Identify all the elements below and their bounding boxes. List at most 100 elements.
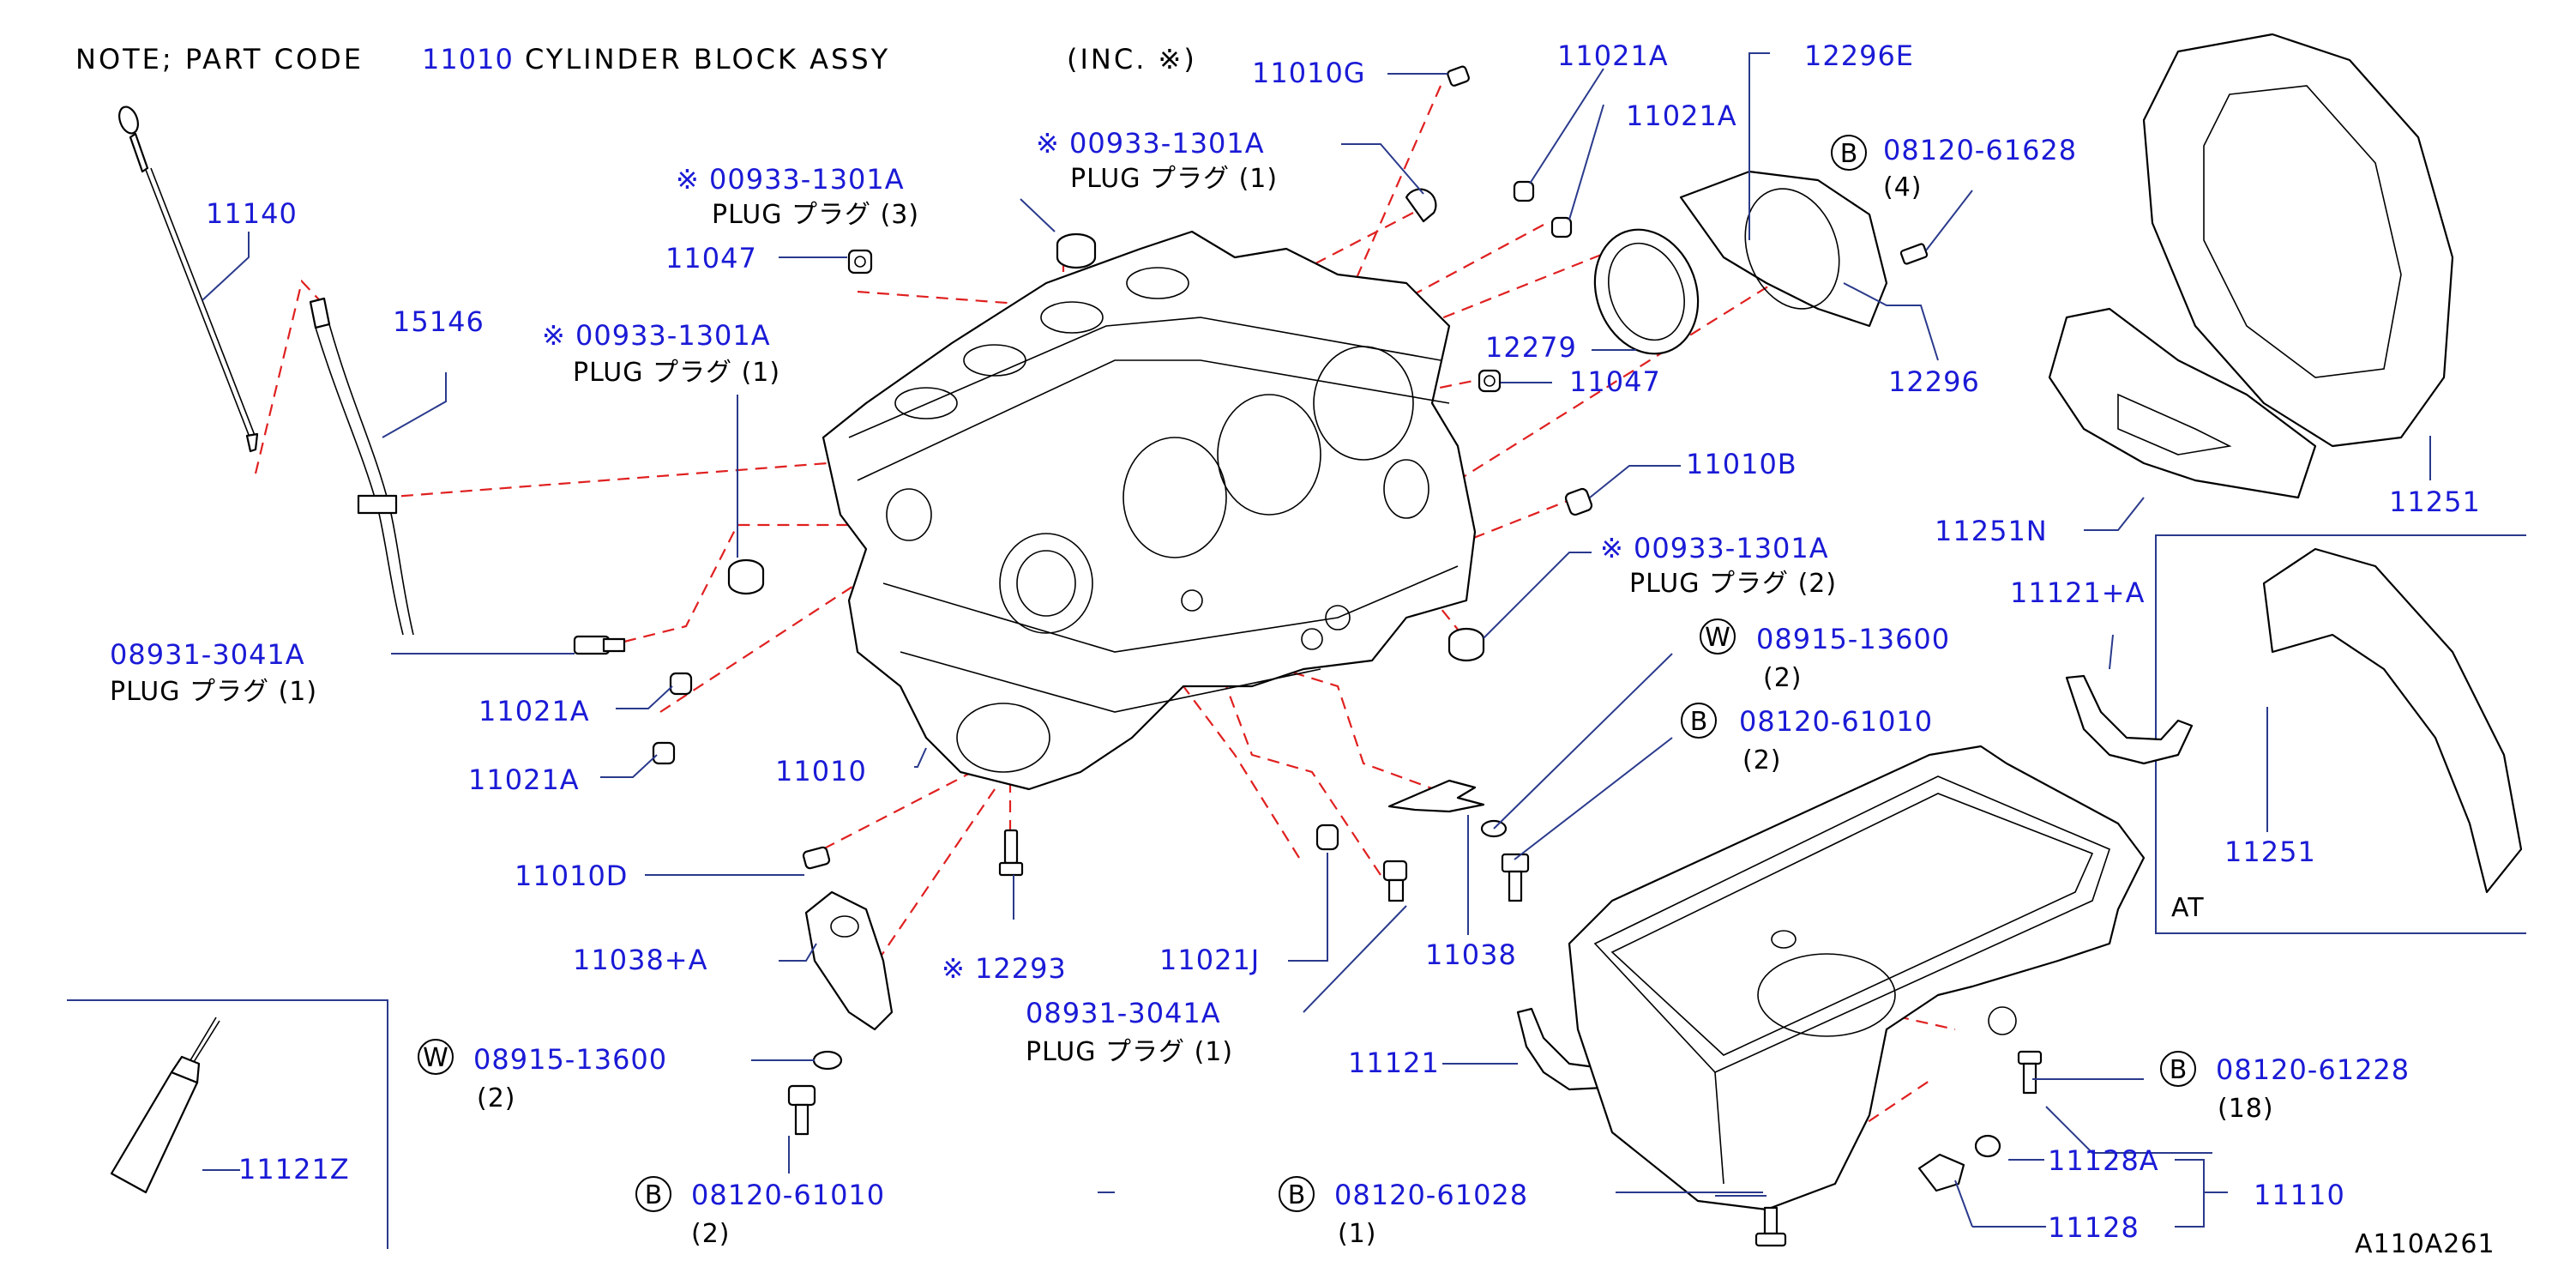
callout-08915-13600-bottom[interactable]: 08915-13600 — [473, 1043, 667, 1076]
callout-08120-61010-top-qty: (2) — [1742, 745, 1782, 775]
at-label: AT — [2171, 893, 2205, 923]
callout-12293[interactable]: ※ 12293 — [942, 952, 1067, 985]
svg-text:W: W — [1705, 623, 1730, 653]
callout-08931-3041A-bottom[interactable]: 08931-3041A — [1026, 997, 1221, 1029]
oil-pan-11110[interactable] — [1568, 745, 2146, 1211]
dipstick-11140[interactable] — [116, 105, 259, 453]
svg-text:B: B — [645, 1180, 663, 1210]
plug-top-right[interactable] — [1405, 188, 1437, 223]
plug-3-parts[interactable] — [1056, 232, 1097, 269]
oil-seal-12279[interactable] — [1578, 215, 1715, 369]
callout-08120-61228[interactable]: 08120-61228 — [2216, 1053, 2410, 1086]
callout-12296[interactable]: 12296 — [1888, 365, 1980, 398]
washer-08915-13600-bottom[interactable] — [812, 1050, 843, 1071]
callout-11110[interactable]: 11110 — [2254, 1179, 2345, 1211]
bolt-08120-61028[interactable] — [1754, 1206, 1787, 1247]
inset-box-at: AT — [2155, 534, 2526, 934]
knock-pin-11010B[interactable] — [1564, 487, 1593, 516]
bolt-12293[interactable] — [998, 829, 1024, 877]
callout-08915-13600-top[interactable]: 08915-13600 — [1756, 623, 1950, 655]
callout-08931-3041A-left[interactable]: 08931-3041A — [110, 638, 305, 671]
baffle-11121A[interactable] — [2065, 674, 2194, 765]
callout-11128A[interactable]: 11128A — [2048, 1144, 2159, 1177]
callout-08120-61628-qty: (4) — [1883, 172, 1923, 202]
callout-plug3-code[interactable]: ※ 00933-1301A — [676, 163, 905, 196]
knock-pin-11047-right[interactable] — [1478, 369, 1502, 393]
callout-11047-right[interactable]: 11047 — [1569, 365, 1661, 398]
callout-08120-61628[interactable]: 08120-61628 — [1883, 134, 2077, 166]
callout-11038A[interactable]: 11038+A — [573, 944, 708, 976]
callout-11251N[interactable]: 11251N — [1935, 515, 2048, 547]
callout-11251-top[interactable]: 11251 — [2389, 486, 2481, 518]
callout-11010D[interactable]: 11010D — [515, 860, 628, 892]
plug-bolt-bottom[interactable] — [1382, 860, 1408, 902]
callout-11121A[interactable]: 11121+A — [2010, 576, 2146, 609]
cover-plate-11251[interactable] — [2142, 33, 2454, 448]
callout-plug2-code[interactable]: ※ 00933-1301A — [1600, 532, 1829, 564]
bolt-08120-61628[interactable] — [1899, 243, 1929, 265]
bush-11021A-left2[interactable] — [652, 741, 676, 765]
cover-plate-11251-at[interactable] — [2262, 547, 2523, 894]
callout-11021A-4[interactable]: 11021A — [468, 763, 580, 796]
callout-11021J[interactable]: 11021J — [1159, 944, 1260, 976]
cover-plate-11251N[interactable] — [2048, 307, 2317, 499]
callout-11021A-3[interactable]: 11021A — [478, 695, 590, 727]
plug-bolt-left[interactable] — [573, 635, 626, 655]
callout-11021A-2[interactable]: 11021A — [1626, 100, 1737, 132]
bolt-symbol-61628: B — [1831, 135, 1867, 171]
knock-pin-11010G[interactable] — [1447, 65, 1470, 87]
callout-15146[interactable]: 15146 — [393, 305, 485, 338]
callout-08915-13600-top-qty: (2) — [1763, 663, 1803, 693]
callout-11038[interactable]: 11038 — [1425, 938, 1517, 971]
callout-11121Z[interactable]: 11121Z — [238, 1153, 350, 1186]
callout-12296E[interactable]: 12296E — [1804, 39, 1914, 72]
dipstick-tube-15146[interactable] — [309, 297, 414, 636]
diagram-id: A110A261 — [2355, 1229, 2495, 1259]
callout-11128[interactable]: 11128 — [2048, 1211, 2140, 1244]
bolt-08120-61228[interactable] — [2017, 1050, 2043, 1095]
drain-plug-11128[interactable] — [1917, 1153, 1965, 1192]
bolt-08120-61010-bottom[interactable] — [787, 1084, 816, 1136]
callout-11010G[interactable]: 11010G — [1252, 57, 1366, 89]
gasket-11128A[interactable] — [1974, 1134, 2001, 1158]
callout-11021A-1[interactable]: 11021A — [1557, 39, 1669, 72]
bush-11021J[interactable] — [1315, 824, 1339, 851]
bush-11021A-top2[interactable] — [1550, 216, 1573, 238]
plug-1-left[interactable] — [727, 558, 765, 595]
plug-2-parts[interactable] — [1447, 627, 1485, 662]
washer-symbol-top: W — [1700, 618, 1736, 655]
callout-11140[interactable]: 11140 — [206, 197, 298, 230]
callout-08120-61010-bottom[interactable]: 08120-61010 — [691, 1179, 885, 1211]
callout-plug1a-code[interactable]: ※ 00933-1301A — [542, 319, 771, 352]
svg-text:B: B — [1690, 707, 1708, 737]
callout-11010[interactable]: 11010 — [775, 755, 867, 787]
callout-11121[interactable]: 11121 — [1348, 1047, 1440, 1079]
callout-08120-61028[interactable]: 08120-61028 — [1334, 1179, 1528, 1211]
callout-plug1b-code[interactable]: ※ 00933-1301A — [1036, 127, 1265, 160]
note-header: NOTE; PART CODE 11010 CYLINDER BLOCK ASS… — [75, 43, 1195, 75]
callout-11010B[interactable]: 11010B — [1686, 448, 1797, 480]
callout-plug1a-text: PLUG プラグ (1) — [573, 358, 780, 388]
svg-text:B: B — [2170, 1055, 2188, 1085]
callout-12279[interactable]: 12279 — [1485, 331, 1577, 364]
retainer-12296[interactable] — [1679, 170, 1888, 328]
bush-11021A-top1[interactable] — [1513, 180, 1535, 202]
callout-plug2-text: PLUG プラグ (2) — [1629, 569, 1837, 599]
knock-pin-11010D[interactable] — [802, 846, 831, 870]
callout-11251-at[interactable]: 11251 — [2224, 836, 2316, 868]
bush-11021A-left1[interactable] — [669, 672, 693, 696]
cylinder-block-11010[interactable] — [822, 230, 1477, 791]
washer-symbol-bottom: W — [418, 1039, 454, 1075]
inset-box-sealant — [67, 999, 388, 1249]
svg-text:B: B — [1840, 139, 1858, 169]
knock-pin-11047-top[interactable] — [847, 249, 873, 275]
leader-lines — [202, 52, 2431, 1228]
note-part-code[interactable]: 11010 — [422, 43, 514, 75]
bracket-11038A[interactable] — [804, 890, 894, 1031]
callout-08931-3041A-bottom-text: PLUG プラグ (1) — [1026, 1037, 1233, 1067]
sealant-tube-11121Z[interactable] — [110, 1017, 220, 1194]
bracket-11038[interactable] — [1387, 779, 1485, 813]
callout-11047-top[interactable]: 11047 — [665, 242, 757, 275]
bolt-08120-61010-top[interactable] — [1501, 853, 1530, 902]
callout-08120-61010-top[interactable]: 08120-61010 — [1739, 705, 1933, 738]
